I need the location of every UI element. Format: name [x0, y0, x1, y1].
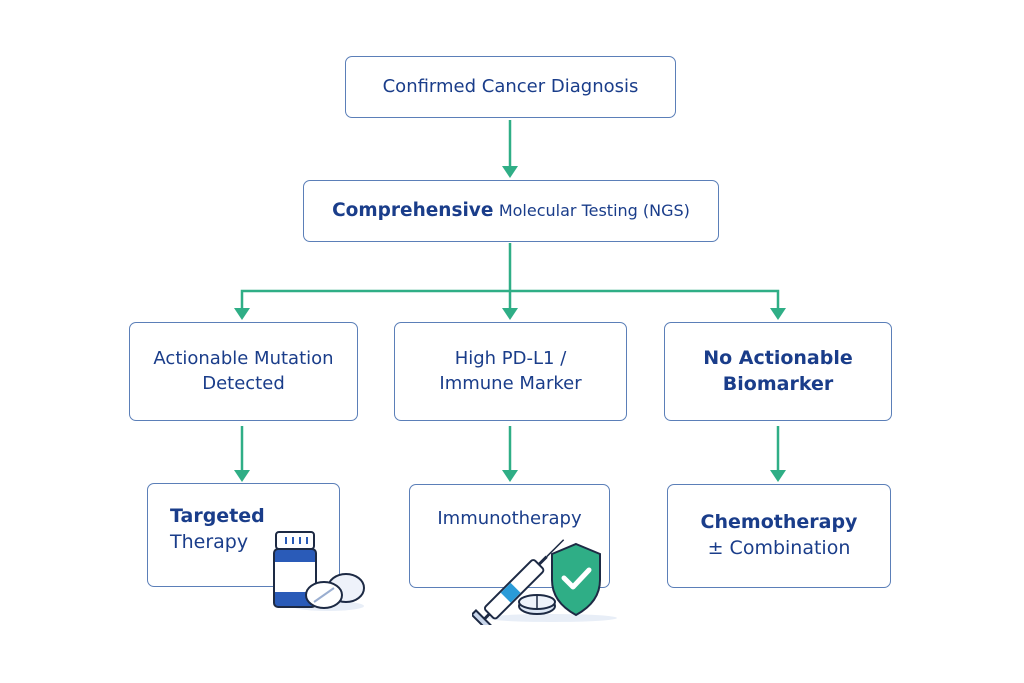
arrowhead — [502, 470, 518, 482]
node-label: Targeted Therapy — [170, 504, 265, 555]
node-label: Immunotherapy — [437, 508, 582, 529]
node-molecular-testing: Comprehensive Molecular Testing (NGS) — [303, 180, 719, 242]
node-label-rest: Molecular Testing (NGS) — [498, 200, 690, 220]
node-label-bold: Comprehensive — [332, 199, 494, 221]
node-label-line: ± Combination — [707, 537, 851, 559]
node-label-line: Detected — [202, 372, 285, 394]
node-label: Actionable Mutation Detected — [153, 347, 333, 396]
node-confirmed-diagnosis: Confirmed Cancer Diagnosis — [345, 56, 676, 118]
node-label-line: Actionable Mutation — [153, 348, 334, 370]
arrowhead — [502, 308, 518, 320]
node-label-line: Biomarker — [722, 372, 834, 395]
node-actionable-mutation: Actionable Mutation Detected — [129, 322, 358, 421]
edge-ngs-branch — [240, 289, 780, 308]
node-no-actionable-biomarker: No Actionable Biomarker — [664, 322, 892, 421]
node-label-line: No Actionable — [703, 346, 853, 369]
node-label-line: Targeted — [170, 505, 265, 527]
node-label: Chemotherapy ± Combination — [701, 510, 858, 561]
node-label: High PD-L1 / Immune Marker — [439, 347, 581, 396]
pill-bottle-icon — [273, 531, 365, 611]
node-chemotherapy: Chemotherapy ± Combination — [667, 484, 891, 588]
arrowhead — [234, 308, 250, 320]
node-label: No Actionable Biomarker — [703, 346, 853, 397]
node-label-line: High PD-L1 / — [454, 348, 567, 370]
node-label: Comprehensive Molecular Testing (NGS) — [332, 199, 690, 224]
node-label-line: Chemotherapy — [700, 511, 858, 534]
arrowhead — [502, 166, 518, 178]
arrowhead — [770, 308, 786, 320]
node-label-line: Therapy — [170, 530, 249, 553]
arrowhead — [234, 470, 250, 482]
arrowhead — [770, 470, 786, 482]
node-label: Confirmed Cancer Diagnosis — [382, 75, 639, 97]
syringe-shield-icon — [472, 539, 617, 625]
node-high-pdl1: High PD-L1 / Immune Marker — [394, 322, 627, 421]
node-label-line: Immune Marker — [439, 372, 582, 394]
